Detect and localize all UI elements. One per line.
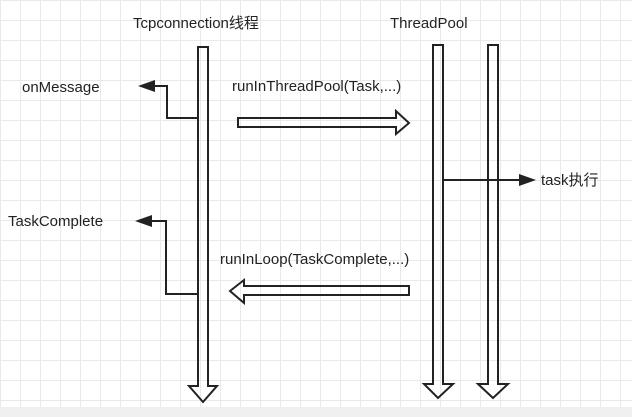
diagram-canvas [0,0,632,407]
threadpool-title: ThreadPool [390,15,468,32]
task-complete-connector [150,220,198,295]
on-message-arrowhead [138,80,155,92]
tcpconnection-thread-title: Tcpconnection线程 [133,15,259,32]
task-complete-arrowhead [135,215,152,227]
task-exec-label: task执行 [541,172,599,189]
task-exec-arrowhead [519,174,536,186]
run-in-loop-label: runInLoop(TaskComplete,...) [220,251,410,268]
task-complete-label: TaskComplete [8,213,104,230]
bottom-scroll-strip [0,407,632,417]
run-in-thread-pool-label: runInThreadPool(Task,...) [232,78,402,95]
tcpconnection-lifeline-arrow [186,46,220,404]
run-in-loop-arrow [228,277,410,306]
threadpool-lifeline-arrow-1 [421,44,456,400]
on-message-label: onMessage [22,79,100,96]
threadpool-lifeline-arrow-2 [475,44,511,400]
run-in-thread-pool-arrow [237,108,411,137]
on-message-connector [152,85,198,119]
